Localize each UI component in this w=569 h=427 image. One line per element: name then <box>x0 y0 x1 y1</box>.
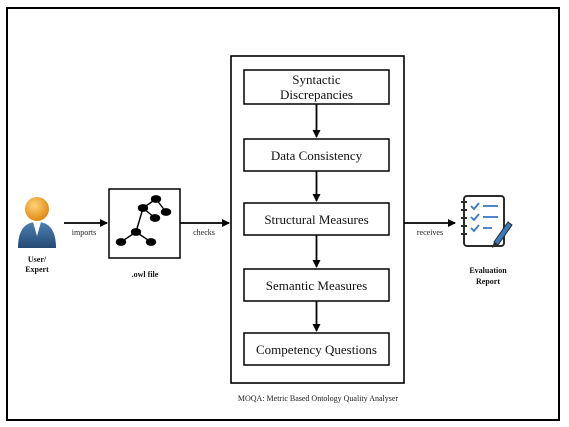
step-competency-questions-label: Competency Questions <box>256 342 377 357</box>
step-data-consistency-label: Data Consistency <box>271 148 363 163</box>
owl-file-label: .owl file <box>132 270 159 279</box>
step-semantic-measures-label: Semantic Measures <box>266 278 367 293</box>
step-data-consistency <box>243 138 390 172</box>
step-structural-measures-label: Structural Measures <box>264 212 368 227</box>
tree-icon <box>115 195 172 246</box>
owl-file-box <box>108 188 181 259</box>
step-structural-measures <box>243 202 390 236</box>
receives-arrow-label: receives <box>417 228 443 237</box>
step-syntactic-discrepancies <box>243 69 390 105</box>
moqa-caption: MOQA: Metric Based Ontology Quality Anal… <box>238 394 399 403</box>
imports-arrow-label: imports <box>72 228 96 237</box>
user-label-line1: User/ <box>28 255 47 264</box>
step-syntactic-line2: Discrepancies <box>280 87 353 102</box>
user-icon <box>18 197 56 248</box>
step-semantic-measures <box>243 268 390 302</box>
checks-arrow-label: checks <box>193 228 215 237</box>
report-label-line1: Evaluation <box>469 266 507 275</box>
step-syntactic-line1: Syntactic <box>292 72 341 87</box>
user-label-line2: Expert <box>25 265 49 274</box>
report-label-line2: Report <box>476 277 500 286</box>
checklist-report-icon <box>461 195 513 248</box>
step-competency-questions <box>243 332 390 366</box>
